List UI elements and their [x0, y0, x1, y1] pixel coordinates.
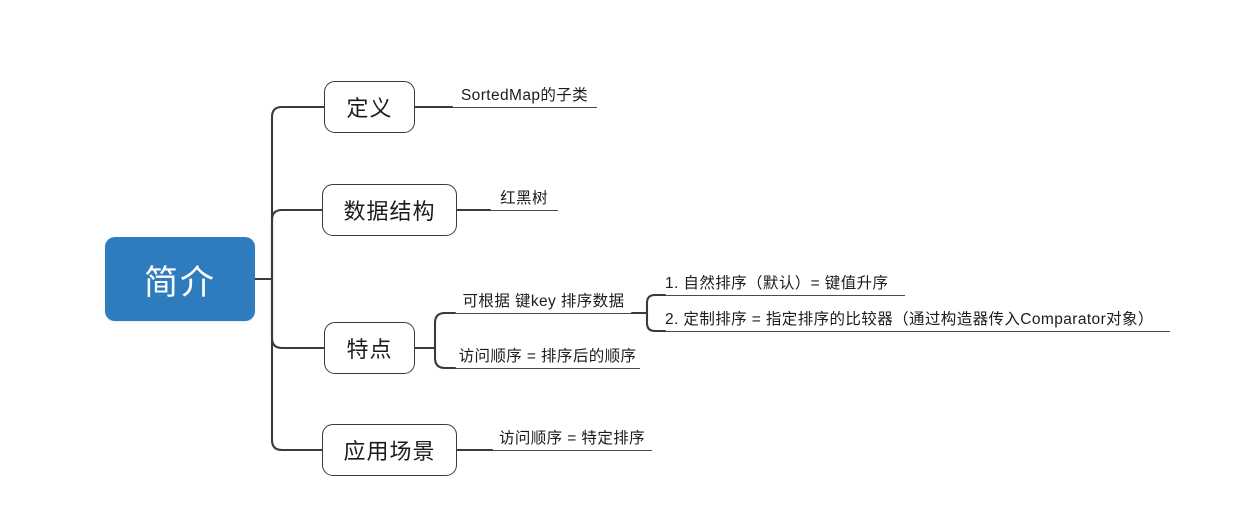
wire-sub-3-1	[645, 293, 667, 315]
subleaf-underline-custom-order	[665, 331, 1170, 332]
leaf-label-access-order-specific[interactable]: 访问顺序 = 特定排序	[492, 425, 652, 450]
subleaf-label-text: 2. 定制排序 = 指定排序的比较器（通过构造器传入Comparator对象）	[665, 311, 1154, 329]
branch-node-features[interactable]: 特点	[324, 322, 415, 374]
branch-node-label: 特点	[346, 337, 393, 362]
subleaf-underline-natural-order	[665, 295, 905, 296]
wire-branch-2	[270, 208, 324, 281]
leaf-label-text: 访问顺序 = 排序后的顺序	[458, 348, 637, 366]
subleaf-label-text: 1. 自然排序（默认）= 键值升序	[665, 275, 889, 293]
branch-node-label: 数据结构	[343, 199, 436, 224]
branch-node-label: 定义	[346, 96, 393, 121]
branch-node-use-cases[interactable]: 应用场景	[322, 424, 457, 476]
subleaf-label-natural-order[interactable]: 1. 自然排序（默认）= 键值升序	[665, 270, 905, 295]
branch-node-label: 应用场景	[343, 439, 436, 464]
root-node-label: 简介	[144, 263, 216, 302]
leaf-underline-sort-by-key	[455, 313, 632, 314]
wire-leaf-3-2	[433, 346, 457, 370]
branch-node-definition[interactable]: 定义	[324, 81, 415, 133]
wire-branch-1	[270, 105, 326, 281]
leaf-label-sort-by-key[interactable]: 可根据 键key 排序数据	[455, 288, 632, 313]
subleaf-label-custom-order[interactable]: 2. 定制排序 = 指定排序的比较器（通过构造器传入Comparator对象）	[665, 306, 1170, 331]
wire-sub-3-2	[645, 311, 667, 333]
leaf-label-sortedmap[interactable]: SortedMap的子类	[452, 82, 597, 107]
leaf-label-redblack-tree[interactable]: 红黑树	[490, 185, 558, 210]
leaf-underline-access-order-sorted	[455, 368, 640, 369]
wire-branch-3	[270, 277, 326, 350]
leaf-underline-access-order-specific	[492, 450, 652, 451]
leaf-label-access-order-sorted[interactable]: 访问顺序 = 排序后的顺序	[455, 343, 640, 368]
leaf-underline-redblack-tree	[490, 210, 558, 211]
wire-leaf-3-1	[433, 311, 457, 350]
leaf-label-text: 红黑树	[500, 190, 548, 208]
leaf-label-text: SortedMap的子类	[460, 87, 589, 105]
leaf-label-text: 访问顺序 = 特定排序	[498, 430, 646, 448]
root-node[interactable]: 简介	[105, 237, 255, 321]
branch-node-data-structure[interactable]: 数据结构	[322, 184, 457, 236]
wire-branch-4	[270, 277, 324, 452]
leaf-label-text: 可根据 键key 排序数据	[462, 293, 625, 311]
leaf-underline-sortedmap	[452, 107, 597, 108]
